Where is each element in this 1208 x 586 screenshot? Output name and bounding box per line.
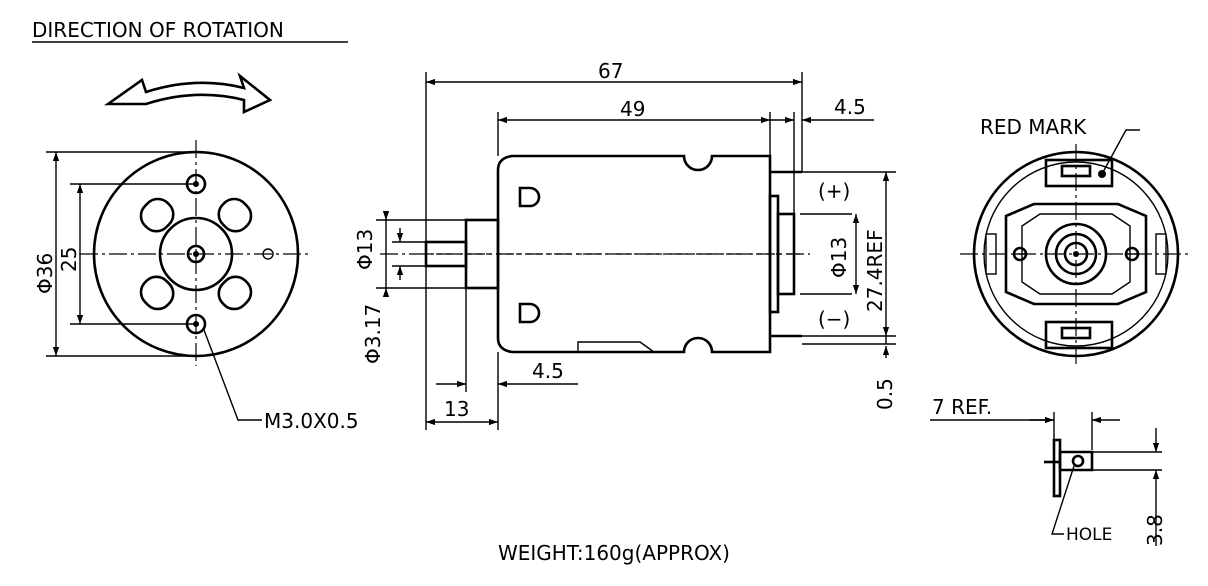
terminal-thickness-label: 0.5	[873, 378, 897, 410]
red-mark-label: RED MARK	[980, 115, 1087, 139]
boss-diameter-label: Φ13	[353, 229, 377, 270]
shaft-diameter-label: Φ3.17	[361, 304, 385, 364]
boss-length-label: 4.5	[532, 359, 564, 383]
outer-diameter-label: Φ36	[33, 253, 57, 294]
positive-terminal-label: (+)	[818, 179, 850, 203]
front-view	[80, 140, 312, 366]
overall-length-label: 67	[598, 59, 623, 83]
rear-view	[960, 129, 1190, 364]
hole-label: HOLE	[1066, 525, 1112, 545]
ref-length-label: 7 REF.	[932, 395, 992, 419]
terminal-spacing-label: 27.4REF	[863, 229, 887, 312]
terminal-detail	[930, 412, 1162, 546]
terminal-offset-label: 4.5	[834, 95, 866, 119]
side-view	[380, 154, 810, 354]
negative-terminal-label: (−)	[818, 307, 850, 331]
weight-label: WEIGHT:160g(APPROX)	[498, 541, 730, 565]
side-dimensions	[376, 72, 896, 430]
rotation-title: DIRECTION OF ROTATION	[32, 18, 284, 42]
hole-spacing-label: 25	[57, 247, 81, 272]
front-dimensions	[46, 151, 262, 421]
shaft-length-label: 13	[444, 397, 469, 421]
rotation-arrow-icon	[103, 72, 273, 115]
width-label: 3.8	[1143, 514, 1167, 546]
thread-callout-label: M3.0X0.5	[264, 409, 359, 433]
body-length-label: 49	[620, 97, 645, 121]
rear-boss-diameter-label: Φ13	[827, 237, 851, 278]
